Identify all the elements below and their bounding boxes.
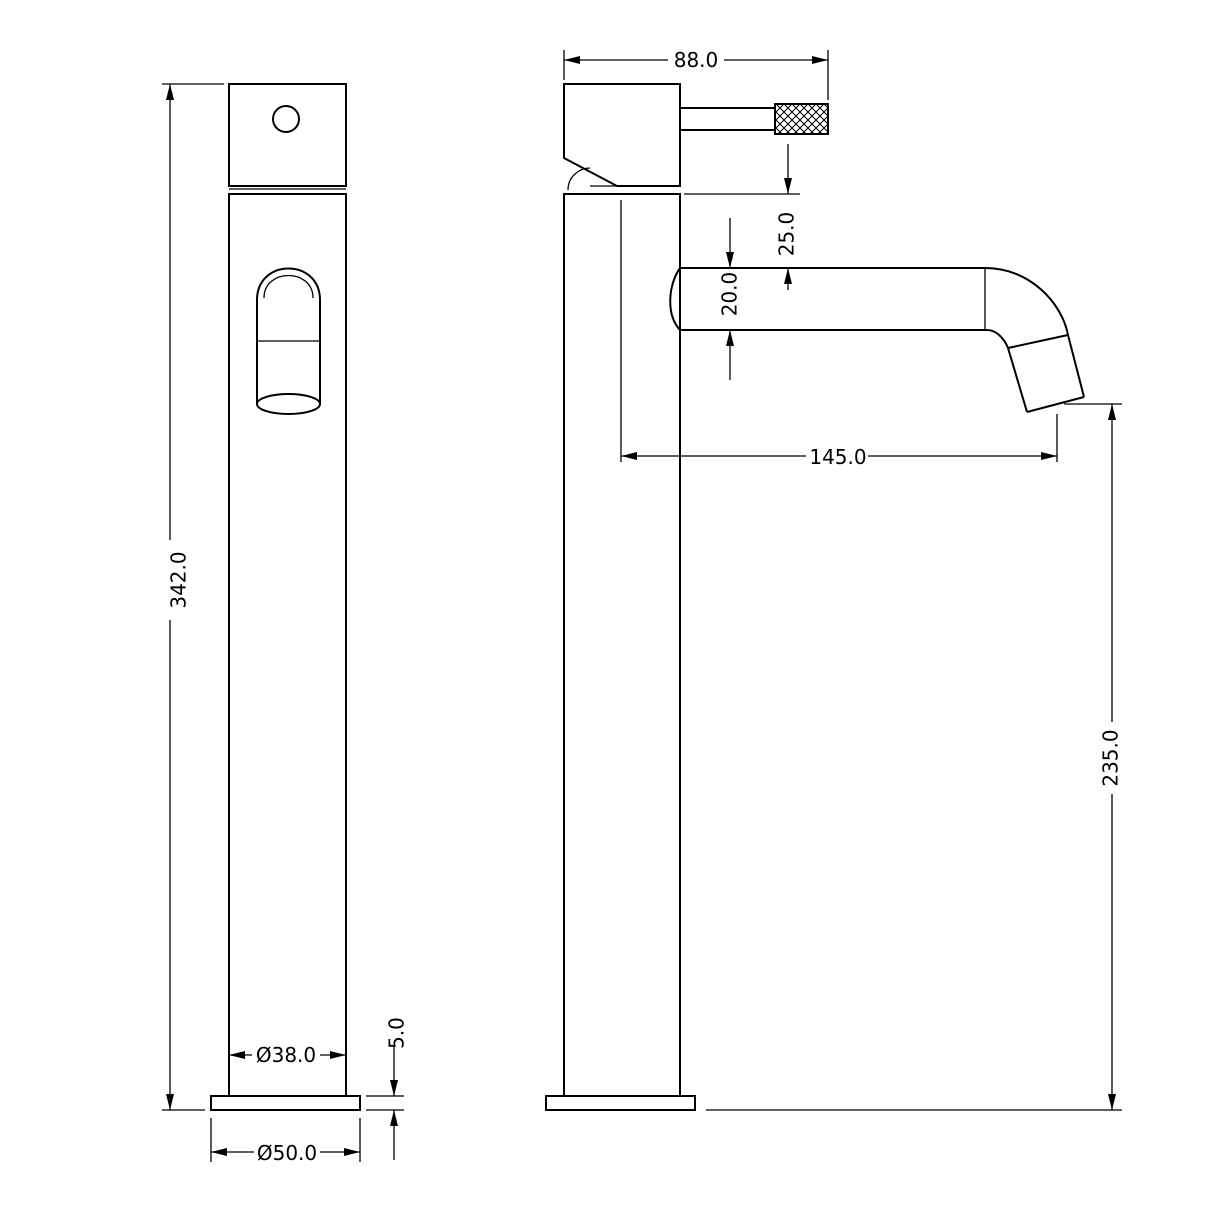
side-spout	[669, 267, 1085, 413]
front-handle-indicator	[272, 105, 300, 133]
dim-spout-height: 235.0	[706, 403, 1124, 1111]
dim-spout-reach: 145.0	[620, 200, 1058, 469]
front-body	[228, 193, 347, 1097]
dim-handle-offset: 25.0	[684, 144, 800, 290]
dim-body-diameter: Ø38.0	[229, 1043, 346, 1067]
dim-base-diameter-label: Ø50.0	[257, 1141, 317, 1165]
dim-height-label: 342.0	[167, 551, 191, 608]
side-body	[563, 193, 681, 1097]
dim-base-diameter: Ø50.0	[210, 1118, 361, 1165]
dim-base-thickness-label: 5.0	[385, 1017, 409, 1049]
front-base	[210, 1095, 361, 1111]
front-handle-cap	[228, 83, 347, 187]
dim-height-342: 342.0	[158, 83, 224, 1111]
dim-spout-reach-label: 145.0	[809, 445, 866, 469]
dim-handle-offset-label: 25.0	[775, 212, 799, 257]
dim-handle-length-label: 88.0	[674, 48, 719, 72]
dim-body-diameter-label: Ø38.0	[256, 1043, 316, 1067]
side-handle-lever	[679, 107, 776, 131]
side-handle-body	[563, 83, 681, 187]
dim-spout-height-label: 235.0	[1099, 729, 1123, 786]
side-view	[545, 83, 1085, 1111]
dim-handle-length: 88.0	[563, 48, 829, 100]
front-view	[210, 83, 361, 1111]
dim-spout-thickness: 20.0	[718, 218, 742, 380]
dim-spout-thickness-label: 20.0	[718, 272, 742, 317]
dim-base-thickness: 5.0	[366, 1017, 409, 1160]
side-handle-knurled-tip	[774, 103, 829, 135]
side-base	[545, 1095, 696, 1111]
front-spout-outlet	[256, 267, 321, 415]
